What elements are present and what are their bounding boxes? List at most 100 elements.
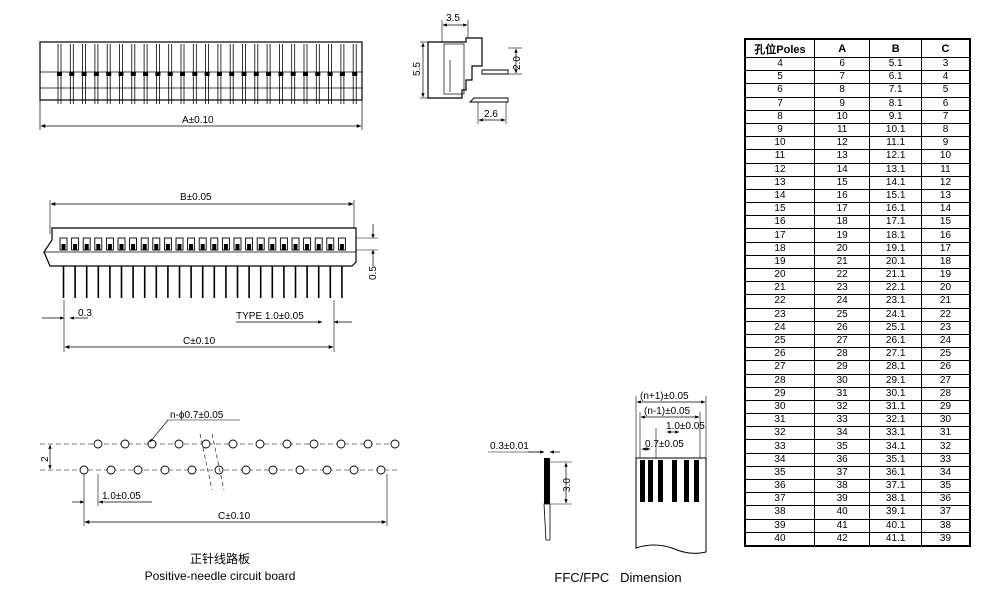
ffc-conductor <box>658 460 663 502</box>
dimension-B-label: B±0.05 <box>180 192 212 203</box>
table-cell: 10 <box>745 136 815 151</box>
table-cell: 26 <box>814 321 871 335</box>
hole-spec-label: n-ϕ0.7±0.05 <box>170 410 224 421</box>
table-cell: 18.1 <box>869 228 922 243</box>
table-cell: 21 <box>745 281 815 296</box>
table-cell: 6.1 <box>869 70 922 85</box>
dimension-A-label: A±0.10 <box>182 115 214 126</box>
table-cell: 8 <box>921 123 970 138</box>
table-cell: 11 <box>921 163 970 177</box>
table-cell: 31 <box>814 387 871 401</box>
table-cell: 27 <box>921 374 970 388</box>
table-cell: 32 <box>745 426 815 441</box>
table-cell: 9.1 <box>869 110 922 124</box>
table-cell: 25.1 <box>869 321 922 335</box>
pcb-hole-top <box>174 439 184 449</box>
table-cell: 23 <box>745 308 815 322</box>
table-cell: 11 <box>814 123 871 138</box>
ffc-length-label: 3.0 <box>562 478 573 492</box>
table-cell: 40.1 <box>869 519 922 533</box>
table-cell: 34 <box>921 466 970 481</box>
table-cell: 33 <box>745 439 815 454</box>
front-contact-fill <box>235 244 240 250</box>
ffc-conductor-strips <box>640 460 699 502</box>
table-cell: 25 <box>921 347 970 362</box>
table-cell: 7 <box>745 97 815 111</box>
table-cell: 28 <box>814 347 871 362</box>
header-poles: 孔位Poles <box>745 39 815 58</box>
table-cell: 7.1 <box>869 83 922 98</box>
table-cell: 30 <box>921 413 970 428</box>
front-contact-fill <box>223 244 228 250</box>
table-cell: 34 <box>814 426 871 441</box>
table-cell: 8.1 <box>869 97 922 111</box>
side-pin-offset-label: 2.6 <box>484 109 498 120</box>
table-cell: 31 <box>921 426 970 441</box>
table-cell: 31.1 <box>869 400 922 415</box>
pcb-hole-bottom <box>214 465 224 475</box>
table-cell: 22 <box>814 268 871 283</box>
table-cell: 5.1 <box>869 57 922 72</box>
table-cell: 24 <box>814 294 871 309</box>
table-cell: 28.1 <box>869 360 922 375</box>
ffc-conductor <box>648 460 653 502</box>
pcb-hole-top <box>255 439 265 449</box>
front-contact-fill <box>247 244 252 250</box>
table-cell: 20 <box>814 242 871 256</box>
top-pin-mark <box>180 72 185 76</box>
table-cell: 38 <box>814 479 871 494</box>
front-contact-fill <box>119 244 124 250</box>
top-pin-mark <box>118 72 124 76</box>
table-cell: 18 <box>814 215 871 230</box>
pcb-hole-top <box>120 439 130 449</box>
table-cell: 23 <box>814 281 871 296</box>
ffc-caption: FFC/FPC Dimension <box>554 570 681 585</box>
table-cell: 13 <box>745 176 815 190</box>
table-cell: 37 <box>814 466 871 481</box>
table-cell: 27 <box>745 360 815 375</box>
table-cell: 13.1 <box>869 163 922 177</box>
top-pin-mark <box>106 72 112 76</box>
front-contact-fill <box>165 244 170 250</box>
table-cell: 14 <box>814 163 871 177</box>
pcb-hole-top <box>147 439 157 449</box>
table-cell: 36 <box>921 492 970 507</box>
table-cell: 19 <box>921 268 970 283</box>
table-cell: 33.1 <box>869 426 922 441</box>
table-cell: 8 <box>745 110 815 124</box>
side-pin-length-label: 2.0 <box>512 56 523 70</box>
table-header-row: 孔位Poles A B C <box>745 39 970 58</box>
ffc-thickness-view: 0.3±0.01 3.0 <box>488 441 573 541</box>
pcb-hole-bottom <box>376 465 386 475</box>
table-cell: 24 <box>921 334 970 349</box>
table-cell: 15.1 <box>869 189 922 204</box>
table-cell: 36.1 <box>869 466 922 481</box>
table-cell: 16 <box>745 215 815 230</box>
top-pin-mark <box>192 72 198 76</box>
pcb-caption-cn: 正针线路板 <box>190 551 250 566</box>
top-pin-mark <box>339 72 345 76</box>
table-cell: 37 <box>745 492 815 507</box>
pcb-hole-layout: n-ϕ0.7±0.05 2 1.0±0.05 C±0.10 正针线路板 Posi… <box>40 410 400 583</box>
table-cell: 35 <box>921 479 970 494</box>
table-cell: 10 <box>921 149 970 164</box>
table-cell: 34 <box>745 453 815 467</box>
top-pin-mark <box>93 72 99 76</box>
pcb-caption-en: Positive-needle circuit board <box>145 569 296 583</box>
top-pin-mark <box>57 72 62 76</box>
pcb-pitch-label: 1.0±0.05 <box>102 491 141 502</box>
pcb-hole-bottom <box>268 465 278 475</box>
table-cell: 23 <box>921 321 970 335</box>
